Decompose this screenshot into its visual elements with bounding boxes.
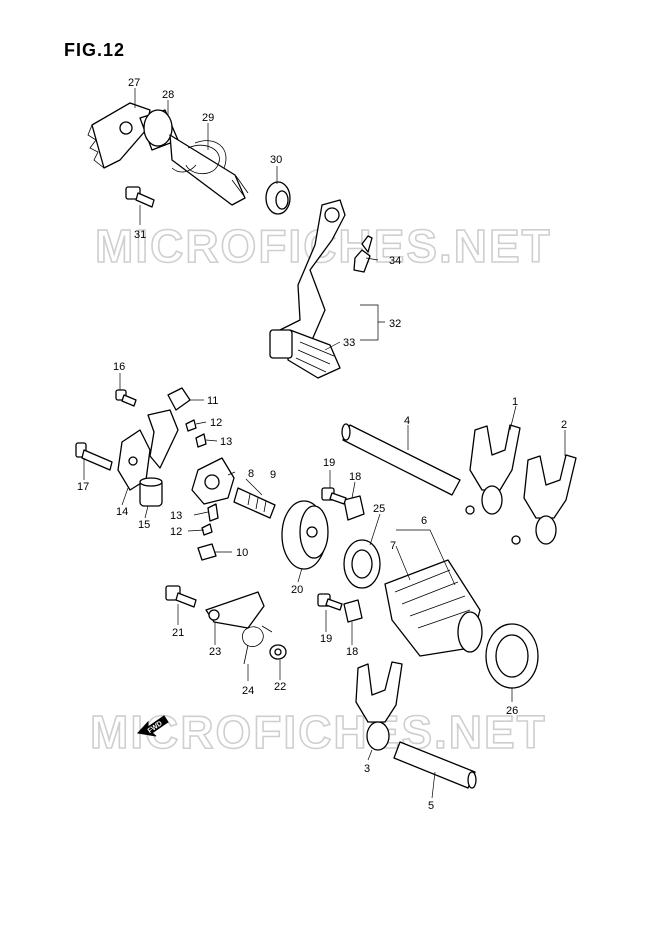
- washer-22: [269, 644, 287, 660]
- callout-4: 4: [404, 415, 410, 427]
- callout-9: 9: [270, 469, 276, 481]
- callout-11: 11: [207, 395, 218, 407]
- callout-3: 3: [364, 763, 370, 775]
- gear-shift-shaft: [87, 102, 249, 206]
- shift-cam: [343, 539, 539, 689]
- stopper-arm-23: [205, 591, 265, 629]
- bolt-31: [125, 186, 155, 208]
- callout-21: 21: [172, 627, 184, 639]
- callout-22: 22: [274, 681, 286, 693]
- callout-30: 30: [270, 154, 282, 166]
- callout-12-top: 12: [210, 417, 222, 429]
- callout-26: 26: [506, 705, 518, 717]
- callout-20: 20: [291, 584, 303, 596]
- callout-16: 16: [113, 361, 125, 373]
- callout-27: 27: [128, 77, 140, 89]
- callout-31: 31: [134, 229, 146, 241]
- callout-1: 1: [512, 396, 518, 408]
- callout-13-bottom: 13: [170, 510, 182, 522]
- callout-34: 34: [389, 255, 401, 267]
- callout-17: 17: [77, 481, 89, 493]
- shift-fork-3: [355, 661, 403, 751]
- stopper-parts: [75, 387, 207, 507]
- leader-lines: [83, 88, 566, 799]
- gear-shift-lever: [269, 199, 346, 379]
- callout-23: 23: [209, 646, 221, 658]
- callout-15: 15: [138, 519, 150, 531]
- fork-shaft-5: [393, 741, 477, 789]
- callout-14: 14: [116, 506, 128, 518]
- callout-19-top: 19: [323, 457, 335, 469]
- callout-28: 28: [162, 89, 174, 101]
- fork-shaft-4: [341, 423, 461, 496]
- callouts: 27 28 29 30 31 34 32 33 16 11 12 13 8 9 …: [77, 77, 567, 812]
- shift-fork-2: [511, 454, 577, 545]
- callout-18-top: 18: [349, 471, 361, 483]
- bolt-19: [317, 487, 347, 611]
- shift-fork-1: [465, 424, 521, 515]
- stopper-plate-18: [343, 495, 365, 623]
- cam-driver-plate-20: [281, 500, 329, 570]
- callout-32: 32: [389, 318, 401, 330]
- callout-18-bottom: 18: [346, 646, 358, 658]
- callout-33: 33: [343, 337, 355, 349]
- callout-19-bottom: 19: [320, 633, 332, 645]
- figure-title: FIG.12: [64, 40, 126, 60]
- callout-5: 5: [428, 800, 434, 812]
- callout-10: 10: [236, 547, 248, 559]
- callout-7: 7: [390, 540, 396, 552]
- callout-12-bottom: 12: [170, 526, 182, 538]
- bolt-34: [353, 235, 373, 273]
- bolt-21: [165, 585, 197, 608]
- callout-6: 6: [421, 515, 427, 527]
- spring-24: [242, 625, 273, 665]
- callout-24: 24: [242, 685, 254, 697]
- cam-driver: [191, 457, 276, 561]
- callout-13-top: 13: [220, 436, 232, 448]
- callout-25: 25: [373, 503, 385, 515]
- callout-29: 29: [202, 112, 214, 124]
- callout-2: 2: [561, 419, 567, 431]
- watermark-bottom: MICROFICHES.NET: [90, 706, 547, 758]
- callout-8: 8: [248, 468, 254, 480]
- oil-seal-30: [265, 181, 291, 215]
